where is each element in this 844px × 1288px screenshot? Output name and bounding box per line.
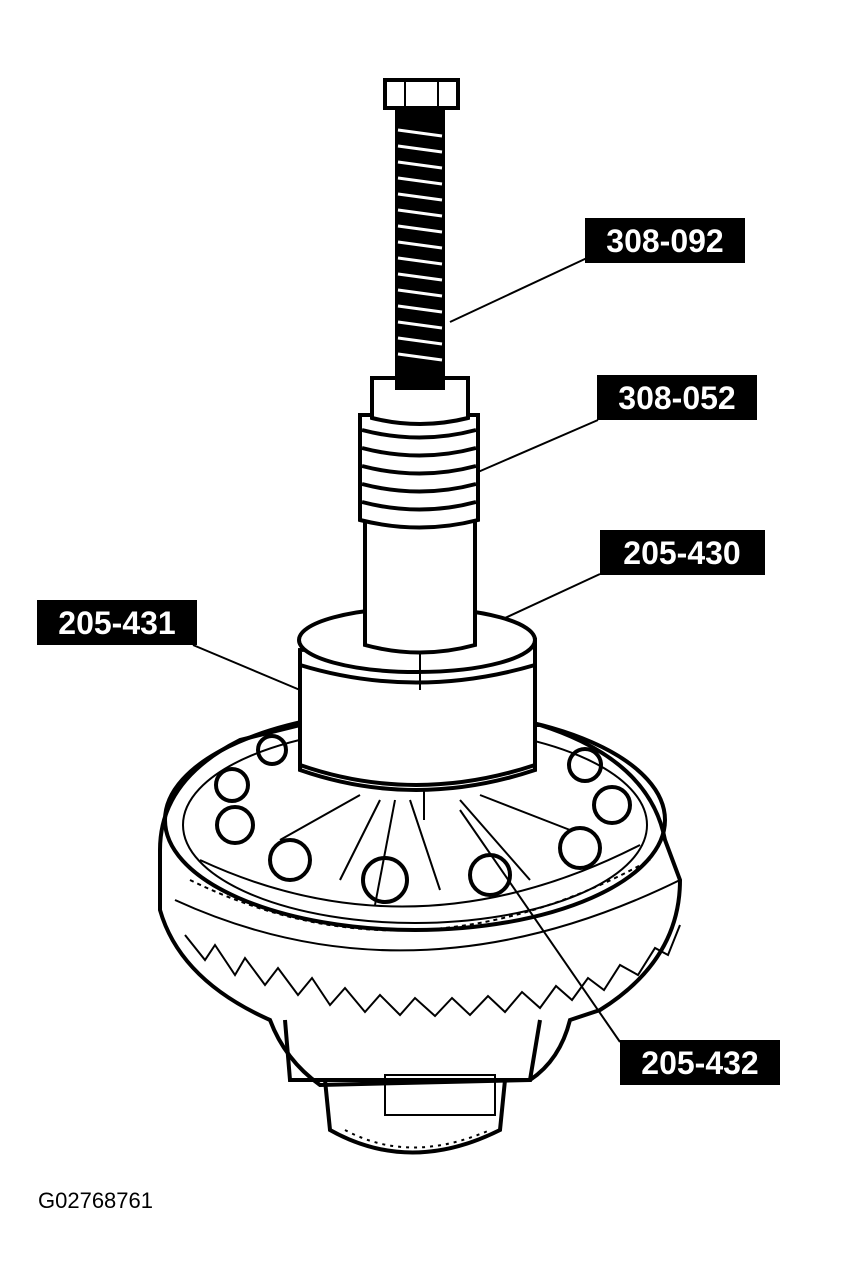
figure-id: G02768761 — [38, 1188, 153, 1213]
callout-text: 205-430 — [623, 535, 740, 571]
spline-ring — [189, 844, 651, 932]
callout-308-092: 308-092 — [585, 218, 745, 263]
callout-text: 308-092 — [606, 223, 723, 259]
callout-text: 205-432 — [641, 1045, 758, 1081]
callout-text: 308-052 — [618, 380, 735, 416]
leader-308-052 — [477, 419, 599, 473]
leader-308-092 — [449, 257, 588, 323]
leader-205-430 — [504, 573, 601, 619]
callout-text: 205-431 — [58, 605, 175, 641]
callout-205-431: 205-431 — [37, 600, 197, 645]
leader-205-432 — [459, 809, 621, 1043]
callout-205-432: 205-432 — [620, 1040, 780, 1085]
ring-gear-teeth — [174, 879, 681, 1018]
leader-205-431 — [192, 644, 301, 691]
callout-308-052: 308-052 — [597, 375, 757, 420]
forcing-screw — [383, 78, 460, 390]
lower-hub — [283, 1019, 542, 1155]
callout-205-430: 205-430 — [600, 530, 765, 575]
adapter-sleeve — [358, 376, 480, 655]
leader-lines — [192, 257, 621, 1043]
sleeve-threads — [361, 428, 477, 512]
case-ribs — [279, 794, 571, 906]
screw-threads — [397, 128, 443, 362]
